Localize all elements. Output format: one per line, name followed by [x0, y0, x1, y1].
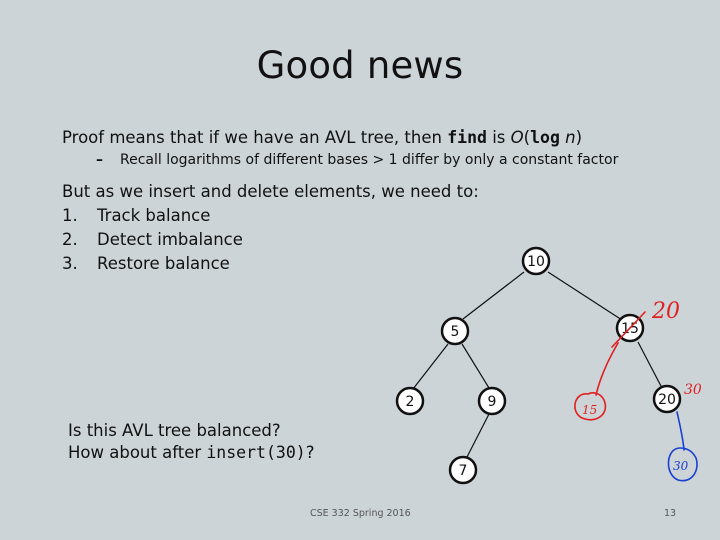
red-circle-15: [574, 392, 607, 421]
tree-node: 7: [448, 455, 478, 485]
question-insert: How about after insert(30)?: [68, 443, 314, 462]
handwritten-30-label: 30: [684, 382, 702, 398]
question-mark: ?: [305, 443, 315, 462]
code-insert: insert(30): [206, 443, 306, 462]
tree-node: 10: [521, 246, 551, 276]
blue-arrow-to-30: [676, 411, 685, 451]
step-text: Detect imbalance: [97, 230, 243, 249]
edge-9-7: [466, 413, 490, 458]
handwritten-15: 15: [582, 403, 597, 417]
tree-node: 9: [477, 386, 507, 416]
handwritten-20: 20: [651, 299, 680, 324]
edge-10-5: [462, 271, 525, 320]
footer-page-number: 13: [664, 508, 677, 519]
step-number: 3.: [62, 254, 78, 273]
tree-node: 5: [440, 316, 470, 346]
slide-title: Good news: [256, 44, 464, 87]
tree-node: 2: [395, 386, 425, 416]
tree-node: 20: [652, 384, 682, 414]
step-1: 1. Track balance: [62, 206, 210, 225]
proof-is: is: [486, 128, 511, 147]
node-label: 9: [488, 394, 497, 410]
proof-text: Proof means that if we have an AVL tree,…: [62, 128, 448, 147]
edge-5-2: [412, 343, 449, 390]
edge-15-20: [637, 341, 663, 389]
paren-open: (: [523, 128, 531, 147]
edge-10-15: [547, 271, 623, 321]
step-text: Track balance: [97, 206, 211, 225]
step-number: 2.: [62, 230, 78, 249]
proof-line: Proof means that if we have an AVL tree,…: [62, 128, 582, 147]
question-text: How about after: [68, 443, 207, 462]
red-arrow-to-15: [595, 342, 619, 396]
question-balanced: Is this AVL tree balanced?: [68, 421, 281, 440]
step-number: 1.: [62, 206, 78, 225]
step-3: 3. Restore balance: [62, 254, 230, 273]
sub-bullet: – Recall logarithms of different bases > …: [96, 152, 618, 168]
node-label: 10: [527, 254, 545, 270]
sub-bullet-text: Recall logarithms of different bases > 1…: [120, 152, 619, 168]
footer-course: CSE 332 Spring 2016: [310, 508, 411, 519]
node-label: 20: [658, 392, 676, 408]
code-log: log: [530, 128, 560, 147]
insert-delete-line: But as we insert and delete elements, we…: [62, 182, 479, 201]
step-2: 2. Detect imbalance: [62, 230, 243, 249]
node-label: 7: [459, 463, 468, 479]
paren-close: ): [575, 128, 583, 147]
blue-circle-30: [667, 447, 698, 482]
edge-5-9: [461, 343, 490, 389]
var-n: n: [565, 128, 576, 147]
strike-through-15: [611, 311, 646, 348]
step-text: Restore balance: [97, 254, 230, 273]
dash-bullet: –: [96, 152, 103, 168]
node-label: 2: [406, 394, 415, 410]
handwritten-30-node: 30: [673, 459, 689, 473]
big-o: O: [510, 128, 524, 147]
node-label: 5: [451, 324, 460, 340]
code-find: find: [447, 128, 487, 147]
